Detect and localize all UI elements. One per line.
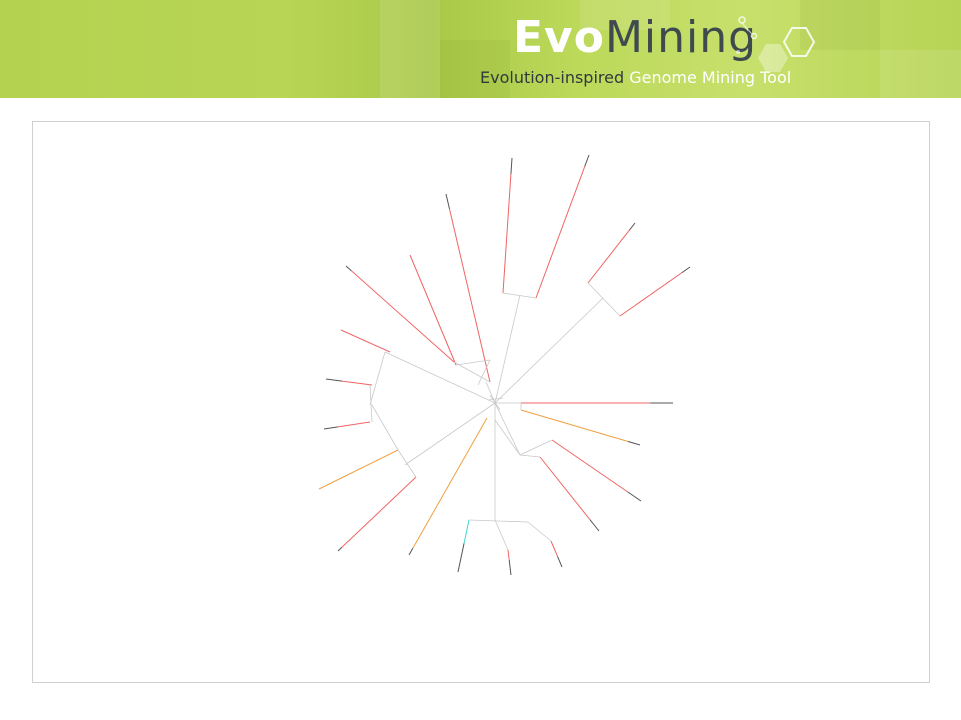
tree-leaf-branch: [463, 519, 470, 544]
header-banner: EvoMining Evolution-inspired Genome Mini…: [0, 0, 961, 98]
tree-internal-branch: [404, 402, 496, 466]
tree-internal-branch: [494, 294, 521, 404]
tree-leaf-branch: [587, 229, 630, 284]
tree-leaf-branch: [318, 449, 399, 490]
tree-internal-branch: [477, 359, 491, 386]
tree-leaf-tip: [323, 426, 338, 430]
tree-internal-branch: [487, 397, 504, 401]
tree-leaf-branch: [520, 409, 629, 442]
banner-tile: [580, 0, 670, 30]
tree-internal-branch: [502, 292, 537, 299]
tree-leaf-branch: [412, 417, 488, 549]
tree-internal-branch: [453, 361, 491, 383]
tree-internal-branch: [371, 404, 399, 451]
tree-internal-branch: [369, 384, 373, 423]
tree-leaf-branch: [551, 439, 628, 493]
tagline: Evolution-inspired Genome Mining Tool: [480, 68, 791, 88]
tree-leaf-tip: [628, 222, 636, 231]
tree-leaf-branch: [550, 540, 559, 557]
tree-leaf-branch: [351, 270, 455, 363]
tree-leaf-branch: [409, 254, 457, 366]
tree-internal-branch: [494, 402, 521, 456]
tree-leaf-tip: [508, 559, 512, 576]
tree-leaf-tip: [445, 193, 451, 210]
banner-tile: [880, 50, 961, 98]
tree-internal-branch: [494, 519, 509, 551]
tree-internal-branch: [527, 521, 552, 542]
tree-leaf-branch: [619, 272, 682, 317]
tree-internal-branch: [489, 394, 501, 411]
banner-tile: [380, 0, 440, 98]
tree-leaf-tip: [681, 266, 691, 274]
tree-internal-branch: [369, 351, 386, 406]
tree-leaf-branch: [502, 174, 512, 294]
tagline-dark-text: Evolution-inspired: [480, 68, 625, 87]
tree-leaf-tip: [584, 154, 590, 167]
tree-internal-branch: [384, 351, 496, 404]
tree-leaf-branch: [341, 476, 417, 548]
tree-leaf-tip: [408, 547, 414, 556]
tree-leaf-branch: [449, 208, 491, 383]
tree-leaf-tip: [589, 519, 600, 532]
tree-leaf-tip: [457, 543, 465, 573]
tree-leaf-tip: [345, 265, 352, 272]
tree-leaf-tip: [557, 556, 563, 568]
tree-leaf-branch: [340, 329, 391, 353]
app-logo: EvoMining: [513, 12, 757, 64]
tree-leaf-branch: [342, 380, 373, 386]
tree-internal-branch: [494, 419, 521, 456]
banner-tile: [440, 40, 510, 98]
logo-evo-text: Evo: [513, 12, 605, 63]
tree-internal-branch: [519, 439, 553, 456]
tree-leaf-tip: [627, 441, 641, 446]
tree-panel: [32, 121, 930, 683]
tree-internal-branch: [519, 454, 541, 458]
tree-internal-branch: [494, 297, 604, 404]
tree-leaf-branch: [535, 166, 586, 299]
phylogenetic-tree[interactable]: [33, 122, 931, 684]
tree-internal-branch: [468, 519, 529, 523]
tree-leaf-tip: [627, 491, 642, 502]
tree-leaf-tip: [337, 546, 343, 552]
logo-mining-text: Mining: [604, 12, 758, 63]
tree-leaf-branch: [337, 421, 371, 428]
tree-internal-branch: [455, 359, 491, 366]
hexagon-molecule-icon: [736, 16, 816, 72]
tree-leaf-branch: [539, 456, 591, 521]
tree-leaf-tip: [325, 378, 343, 382]
tagline-light-text: Genome Mining Tool: [629, 68, 792, 87]
tree-leaf-tip: [510, 157, 513, 175]
tree-leaf-branch: [507, 549, 510, 561]
tree-internal-branch: [587, 282, 621, 317]
